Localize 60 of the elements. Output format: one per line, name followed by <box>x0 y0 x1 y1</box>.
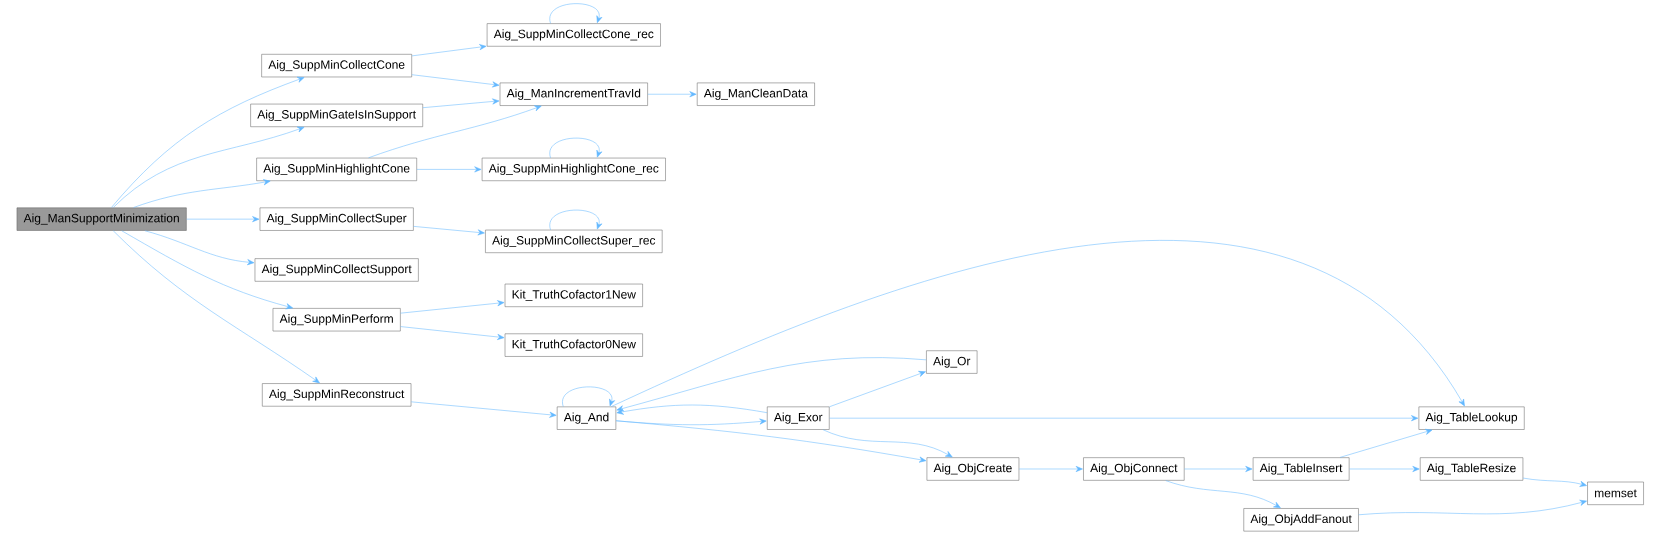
arrow <box>647 91 697 98</box>
arrow <box>829 415 1419 422</box>
arrow <box>411 74 500 88</box>
function-box: Aig_SuppMinPerform <box>272 308 401 332</box>
arrow <box>422 98 500 109</box>
arrow <box>112 126 305 208</box>
function-box: Aig_ObjAddFanout <box>1243 508 1359 532</box>
arrow <box>1184 466 1253 473</box>
arrow <box>615 420 927 463</box>
function-box: Kit_TruthCofactor1New <box>504 283 643 308</box>
function-box: Aig_SuppMinGateIsInSupport <box>250 103 423 128</box>
arrow <box>111 76 305 208</box>
function-box: Aig_SuppMinCollectSupport <box>254 258 419 282</box>
arrow <box>413 226 485 236</box>
function-box: Aig_ObjCreate <box>926 457 1020 481</box>
function-box: Aig_SuppMinCollectSuper <box>259 207 414 231</box>
arrow <box>144 230 255 266</box>
function-box: memset <box>1587 481 1644 505</box>
arrow <box>549 3 603 24</box>
arrow <box>1522 477 1587 487</box>
arrow <box>133 179 271 208</box>
function-box: Aig_ManCleanData <box>696 82 815 106</box>
arrow <box>1018 466 1083 473</box>
function-box: Aig_TableInsert <box>1252 457 1350 481</box>
arrow <box>1165 480 1281 509</box>
arrow <box>1358 499 1587 516</box>
function-box: Kit_TruthCofactor0New <box>504 333 643 357</box>
function-box: Aig_Exor <box>766 406 830 430</box>
arrow <box>186 216 260 223</box>
arrow <box>822 429 953 458</box>
arrow <box>616 404 768 415</box>
arrow <box>121 230 293 310</box>
function-box: Aig_SuppMinReconstruct <box>262 383 412 407</box>
function-box: Aig_SuppMinCollectCone_rec <box>486 23 661 47</box>
arrow <box>416 166 482 173</box>
function-box: Aig_SuppMinCollectSuper_rec <box>485 229 663 254</box>
arrow <box>549 137 603 159</box>
function-box: Aig_SuppMinHighlightCone <box>256 157 417 182</box>
arrow <box>616 357 927 412</box>
arrow <box>400 326 505 340</box>
function-box: Aig_Or <box>926 350 978 374</box>
arrow <box>400 300 505 314</box>
function-box: Aig_And <box>556 406 617 430</box>
function-box: Aig_ObjConnect <box>1083 457 1185 481</box>
arrow <box>1339 429 1433 458</box>
arrow <box>411 44 487 57</box>
arrow <box>549 209 603 231</box>
function-box: Aig_ManIncrementTravId <box>499 82 648 106</box>
arrow <box>112 230 320 384</box>
arrow <box>611 240 1465 407</box>
arrow <box>1349 466 1420 473</box>
arrow <box>411 401 557 418</box>
function-box: Aig_SuppMinCollectCone <box>261 54 412 78</box>
arrow <box>368 105 542 159</box>
function-box: Aig_TableLookup <box>1418 406 1525 430</box>
function-box: Aig_SuppMinHighlightCone_rec <box>481 157 666 182</box>
arrow <box>829 371 926 408</box>
arrow <box>562 386 615 407</box>
function-box: Aig_TableResize <box>1419 457 1524 481</box>
function-box: Aig_ManSupportMinimization <box>16 207 187 231</box>
